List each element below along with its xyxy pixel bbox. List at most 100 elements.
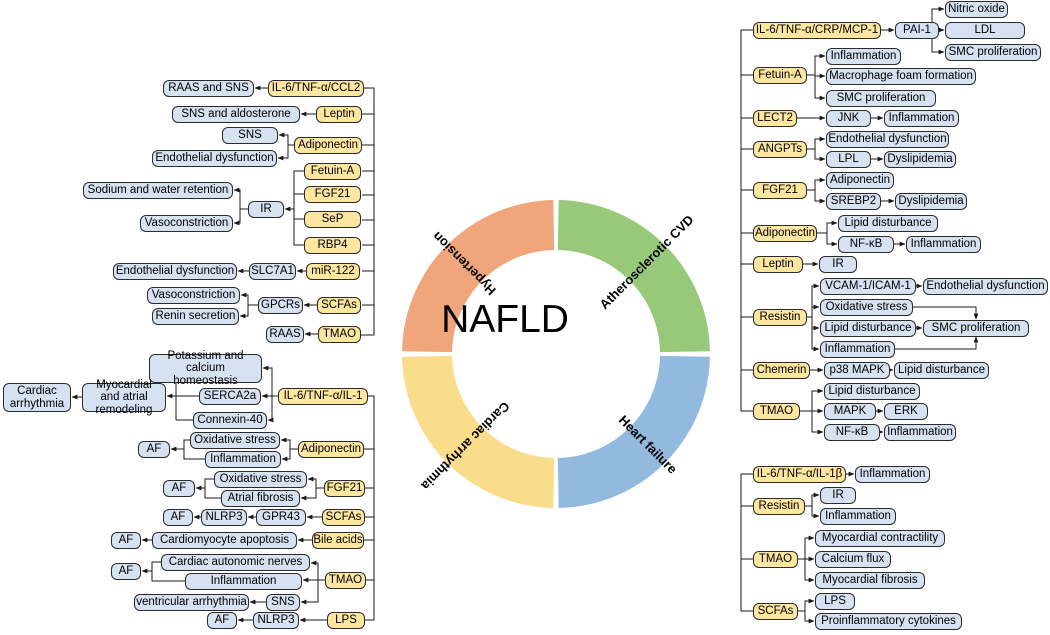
connector — [800, 388, 824, 412]
mediator-resistin-hf: Resistin — [753, 498, 805, 515]
effect-sns-2: SNS — [266, 594, 300, 611]
ring-segment-heart-failure — [557, 355, 710, 508]
connector — [281, 449, 291, 462]
effect-sns: SNS — [222, 127, 278, 144]
effect-srebp2: SREBP2 — [826, 193, 881, 210]
effect-dyslipidemia: Dyslipidemia — [884, 151, 956, 168]
mediator-bile-acids: Bile acids — [312, 532, 364, 549]
mediator-leptin-ascvd: Leptin — [753, 256, 803, 273]
connector — [807, 177, 826, 191]
connector — [811, 317, 820, 331]
effect-nf-kb-tmao: NF-κB — [824, 424, 880, 441]
mediator-lect2: LECT2 — [753, 110, 797, 127]
connector — [195, 478, 214, 491]
effect-inflammation-ascvd: Inflammation — [826, 48, 901, 65]
effect-gpcrs: GPCRs — [258, 297, 303, 314]
effect-mapk: MAPK — [824, 403, 876, 420]
effect-lpl: LPL — [826, 151, 871, 168]
mediator-tmao-af: TMAO — [325, 572, 366, 589]
mediator-leptin: Leptin — [316, 106, 362, 123]
connector — [804, 559, 815, 583]
center-title: NAFLD — [441, 298, 569, 341]
effect-cardiac-autonomic-nerves: Cardiac autonomic nerves — [161, 554, 310, 571]
effect-vcam1-icam1: VCAM-1/ICAM-1 — [820, 278, 916, 295]
connector-lines — [71, 6, 979, 624]
effect-lipid-disturbance-resistin: Lipid disturbance — [820, 320, 916, 337]
connector — [807, 136, 826, 150]
mediator-resistin: Resistin — [753, 309, 807, 326]
mediator-sep: SeP — [304, 211, 361, 228]
connector — [807, 283, 820, 318]
connector — [262, 365, 273, 396]
mediator-scfas: SCFAs — [317, 297, 361, 314]
mediator-il6-tnf-crp-mcp1: IL-6/TNF-α/CRP/MCP-1 — [753, 22, 881, 39]
connector — [204, 488, 221, 499]
mediator-adiponectin-af: Adiponectin — [298, 441, 364, 458]
connector — [151, 571, 185, 582]
effect-renin-secretion: Renin secretion — [152, 308, 239, 325]
effect-gpr43: GPR43 — [256, 509, 306, 526]
mediator-scfas-af: SCFAs — [322, 509, 365, 526]
effect-slc7a1: SLC7A1 — [249, 263, 296, 280]
effect-nf-kb: NF-κB — [838, 236, 894, 253]
connector — [239, 305, 249, 319]
connector — [300, 580, 319, 605]
effect-af-4: AF — [111, 532, 141, 549]
connector — [811, 411, 824, 435]
connector — [804, 611, 815, 624]
mediator-tmao-ascvd: TMAO — [753, 403, 800, 420]
effect-nitric-oxide: Nitric oxide — [945, 1, 1008, 18]
effect-endothelial-dysfunction-resistin: Endothelial dysfunction — [923, 278, 1048, 295]
effect-inflammation-jnk: Inflammation — [884, 110, 959, 127]
connector — [811, 304, 820, 317]
connector — [361, 87, 375, 336]
effect-inflammation-tmao: Inflammation — [884, 424, 956, 441]
mediator-tmao-hf: TMAO — [753, 551, 798, 568]
effect-ir-ascvd: IR — [819, 256, 857, 273]
mediator-scfas-hf: SCFAs — [753, 603, 798, 620]
mediator-tmao: TMAO — [318, 326, 361, 343]
effect-inflammation-resistin: Inflammation — [820, 341, 895, 358]
connector — [300, 488, 317, 501]
mediator-mir-122: miR-122 — [306, 263, 360, 280]
effect-lps: LPS — [815, 593, 855, 610]
connector — [170, 439, 190, 452]
mediator-adiponectin: Adiponectin — [294, 137, 362, 154]
connector — [805, 492, 820, 507]
effect-calcium-flux: Calcium flux — [815, 551, 891, 568]
connector — [183, 449, 205, 460]
mediator-fgf21: FGF21 — [304, 186, 361, 203]
effect-vasoconstriction: Vasoconstriction — [140, 215, 233, 232]
connector — [895, 336, 979, 350]
effect-af-2: AF — [163, 480, 195, 497]
connector — [267, 396, 274, 423]
effect-smc-proliferation: SMC proliferation — [945, 44, 1041, 61]
mediator-fetuin-a: Fetuin-A — [304, 163, 361, 180]
effect-ldl: LDL — [945, 22, 1025, 39]
effect-cardiomyocyte-apoptosis: Cardiomyocyte apoptosis — [152, 532, 297, 549]
ring-segment-cardiac-arrhythmia — [402, 355, 555, 508]
effect-endothelial-dysfunction-ascvd: Endothelial dysfunction — [826, 131, 949, 148]
connector — [307, 476, 324, 489]
connector — [293, 170, 304, 246]
connector — [740, 29, 753, 412]
connector — [811, 506, 820, 519]
effect-vasoconstriction-2: Vasoconstriction — [147, 287, 240, 304]
connector — [740, 473, 753, 612]
effect-oxidative-stress: Oxidative stress — [190, 432, 280, 449]
connector — [798, 598, 815, 612]
effect-jnk: JNK — [826, 110, 871, 127]
effect-af-1: AF — [138, 441, 170, 458]
connector — [233, 209, 241, 226]
effect-nlrp3-2: NLRP3 — [253, 612, 299, 629]
effect-inflammation-hf-2: Inflammation — [820, 508, 896, 525]
mediator-fgf21-ascvd: FGF21 — [753, 182, 807, 199]
connector — [233, 187, 248, 210]
effect-ir: IR — [248, 201, 284, 218]
mediator-fetuin-a-ascvd: Fetuin-A — [753, 67, 807, 84]
effect-atrial-fibrosis: Atrial fibrosis — [221, 490, 300, 507]
effect-inflammation-2: Inflammation — [185, 573, 302, 590]
effect-erk: ERK — [884, 403, 928, 420]
